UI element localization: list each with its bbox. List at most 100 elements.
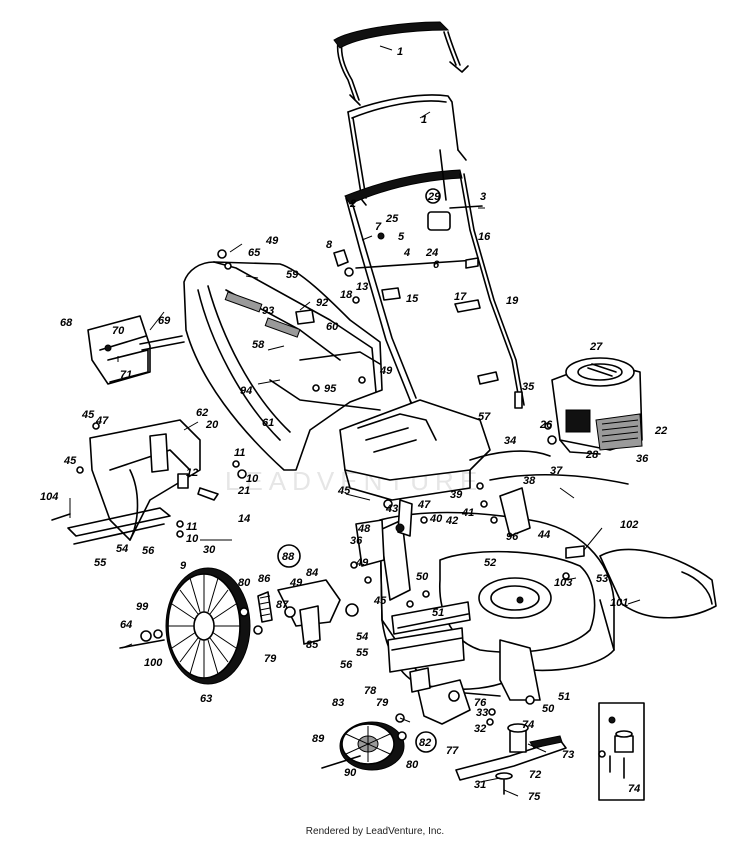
callout-21: 21 [237, 485, 250, 497]
callout-56-a: 56 [142, 545, 155, 557]
inset-frame [598, 702, 645, 801]
leader-lines [69, 45, 641, 797]
callout-86: 86 [258, 573, 271, 585]
callout-74-main: 74 [522, 719, 534, 731]
callout-25: 25 [385, 213, 399, 225]
middle-handle [347, 94, 467, 206]
callout-58: 58 [252, 339, 265, 351]
knob-17 [454, 299, 481, 313]
small-hardware [217, 249, 606, 758]
callout-13: 13 [356, 281, 368, 293]
callout-39: 39 [450, 489, 463, 501]
blade-assembly [455, 695, 567, 795]
drive-cable [489, 474, 629, 485]
bracket-14 [197, 487, 219, 501]
side-discharge-chute [562, 545, 717, 619]
callout-47-b: 47 [417, 499, 431, 511]
upper-handle [333, 21, 469, 106]
callout-73: 73 [562, 749, 574, 761]
height-adjust-plate [379, 519, 411, 601]
label-82-circle [415, 731, 437, 753]
callout-14: 14 [238, 513, 250, 525]
callout-32: 32 [474, 723, 486, 735]
callout-36-right: 36 [636, 453, 649, 465]
callout-17: 17 [454, 291, 467, 303]
callout-37: 37 [550, 465, 563, 477]
callout-labels: 1 1 2 3 4 5 6 7 8 9 10 10 11 11 12 13 14… [40, 46, 667, 803]
callout-4: 4 [403, 247, 410, 259]
callout-50-a: 50 [416, 571, 429, 583]
callout-44: 44 [537, 529, 550, 541]
callout-71: 71 [120, 369, 132, 381]
callout-10-b: 10 [186, 533, 199, 545]
callout-104: 104 [40, 491, 58, 503]
blade-adapter-74 [509, 729, 527, 753]
bag-label [224, 291, 263, 313]
footer-credit: Rendered by LeadVenture, Inc. [305, 826, 445, 837]
callout-49-c: 49 [355, 557, 369, 569]
blade-73 [455, 739, 567, 781]
callout-70: 70 [112, 325, 125, 337]
callout-57: 57 [478, 411, 491, 423]
rear-wheel-hub [193, 611, 215, 641]
callout-85: 85 [306, 639, 319, 651]
callout-47-a: 47 [95, 415, 109, 427]
hinge-102 [565, 545, 585, 559]
throttle-control [427, 211, 451, 231]
callout-84: 84 [306, 567, 318, 579]
callout-20: 20 [205, 419, 219, 431]
callout-22: 22 [654, 425, 667, 437]
callout-96: 96 [506, 531, 519, 543]
callout-3: 3 [480, 191, 486, 203]
callout-2: 2 [349, 198, 356, 210]
callout-94: 94 [240, 385, 252, 397]
callout-34: 34 [504, 435, 516, 447]
callout-102: 102 [620, 519, 638, 531]
deflector-20 [89, 419, 201, 541]
callout-74-inset: 74 [628, 783, 640, 795]
callout-40: 40 [429, 513, 443, 525]
callout-90: 90 [344, 767, 357, 779]
callout-15: 15 [406, 293, 419, 305]
callout-54-b: 54 [356, 631, 368, 643]
chute-101 [599, 548, 717, 619]
lever-85 [299, 605, 321, 645]
callout-33: 33 [476, 707, 488, 719]
callout-59: 59 [286, 269, 299, 281]
callout-45-a: 45 [81, 409, 95, 421]
callout-49-a: 49 [265, 235, 279, 247]
callout-1-upper: 1 [397, 46, 403, 58]
callout-45-d: 45 [373, 595, 387, 607]
callout-68: 68 [60, 317, 73, 329]
handle-bolt-8 [333, 249, 349, 267]
callout-79-b: 79 [376, 697, 389, 709]
callout-45-c: 45 [337, 485, 351, 497]
rear-baffle [387, 601, 471, 673]
callout-101: 101 [610, 597, 628, 609]
callout-36-left: 36 [350, 535, 363, 547]
blade-adapter-inset [598, 702, 645, 801]
callout-76: 76 [474, 697, 487, 709]
callout-60: 60 [326, 321, 339, 333]
air-filter [565, 409, 591, 433]
callout-11-a: 11 [234, 447, 245, 459]
callout-26: 26 [539, 419, 553, 431]
callout-10-a: 10 [246, 473, 259, 485]
callout-31: 31 [474, 779, 486, 791]
callout-93: 93 [262, 305, 274, 317]
knob-29 [425, 188, 441, 204]
rear-height-adjuster [257, 576, 372, 645]
callout-5: 5 [398, 231, 405, 243]
rear-door [339, 399, 491, 501]
callout-69: 69 [158, 315, 171, 327]
callout-49-d: 49 [289, 577, 303, 589]
callout-80-a: 80 [238, 577, 251, 589]
callout-79-a: 79 [264, 653, 277, 665]
callout-103: 103 [554, 577, 572, 589]
callout-9: 9 [180, 560, 187, 572]
callout-24: 24 [425, 247, 438, 259]
callout-35: 35 [522, 381, 535, 393]
callout-11-b: 11 [186, 521, 197, 533]
control-parts [333, 188, 523, 409]
